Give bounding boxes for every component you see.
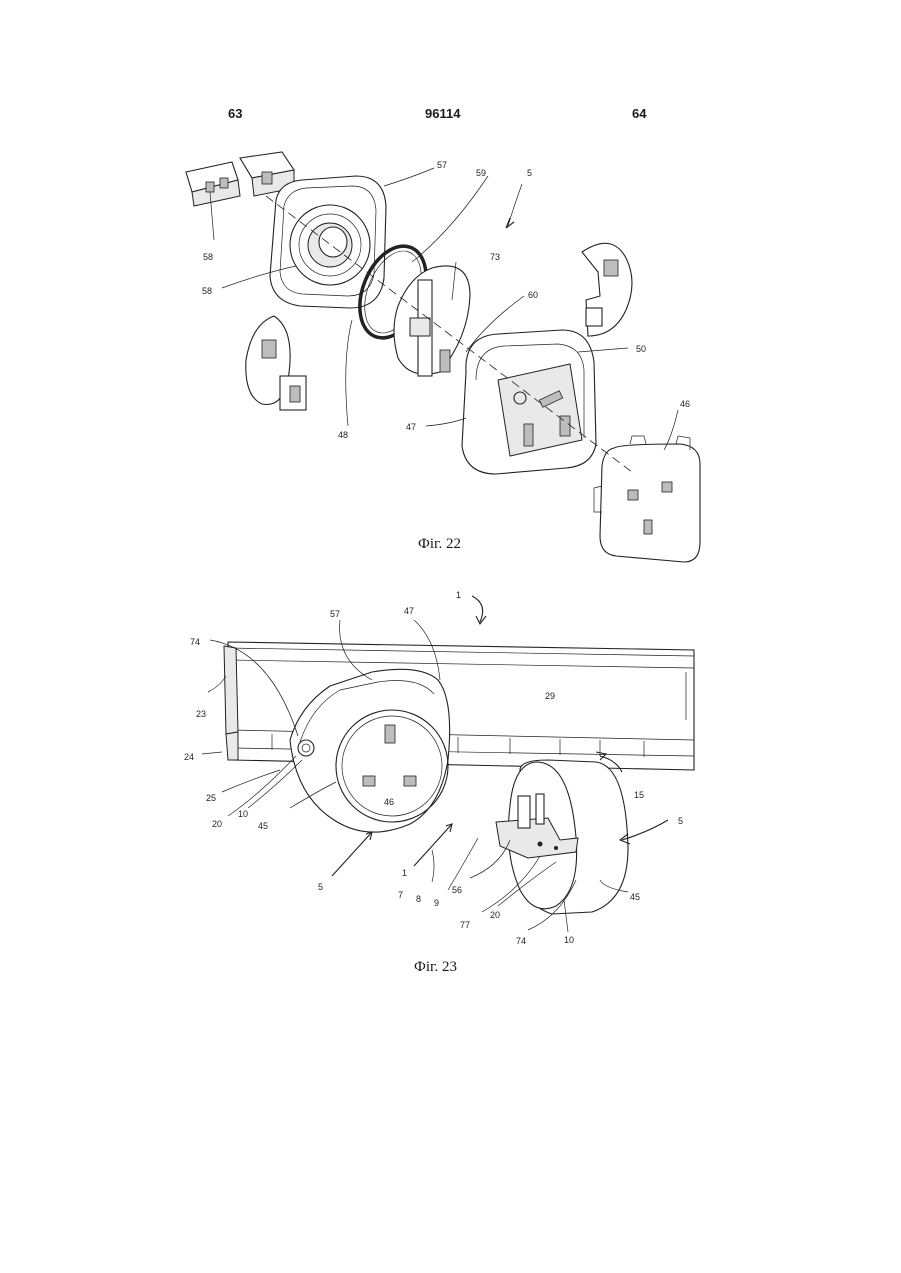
figure-23-drawing: 1 57 47 74 23 29 24 25 20 10 45 46 15 5 …: [0, 580, 901, 960]
label-7: 7: [398, 890, 403, 900]
label-23: 23: [196, 709, 206, 719]
label-5-left: 5: [318, 882, 323, 892]
figure-23-caption: Фіг. 23: [414, 959, 457, 976]
label-10-left: 10: [238, 809, 248, 819]
label-60: 60: [528, 290, 538, 300]
label-56: 56: [452, 885, 462, 895]
detached-socket-5: [496, 760, 628, 914]
label-20-left: 20: [212, 819, 222, 829]
figure-22-drawing: 57 59 5 58 58 73 60 50 48 47 46: [0, 145, 901, 575]
circuit-board-right: [582, 243, 632, 336]
label-50: 50: [636, 344, 646, 354]
label-5: 5: [527, 168, 532, 178]
socket-faceplate-46: [594, 436, 700, 562]
label-74-right: 74: [516, 936, 526, 946]
label-10-right: 10: [564, 935, 574, 945]
page-number-left: 63: [228, 106, 242, 121]
label-24: 24: [184, 752, 194, 762]
housing-body-47: [462, 330, 596, 474]
page-number-right: 64: [632, 106, 646, 121]
label-59: 59: [476, 168, 486, 178]
label-77: 77: [460, 920, 470, 930]
label-45-right: 45: [630, 892, 640, 902]
label-15: 15: [634, 790, 644, 800]
label-58-top: 58: [203, 252, 213, 262]
label-58-bottom: 58: [202, 286, 212, 296]
label-57: 57: [437, 160, 447, 170]
label-9: 9: [434, 898, 439, 908]
disc-73: [394, 266, 470, 376]
label-20-right: 20: [490, 910, 500, 920]
label-48: 48: [338, 430, 348, 440]
label-46: 46: [680, 399, 690, 409]
label-1-bottom: 1: [402, 868, 407, 878]
patent-number: 96114: [425, 106, 460, 121]
label-74-left: 74: [190, 637, 200, 647]
label-1-top: 1: [456, 590, 461, 600]
label-47: 47: [404, 606, 414, 616]
label-29: 29: [545, 691, 555, 701]
front-plate-57: [270, 176, 386, 308]
circuit-board-left: [246, 316, 306, 410]
label-5-right: 5: [678, 816, 683, 826]
figure-22-caption: Фіг. 22: [418, 536, 461, 553]
label-25: 25: [206, 793, 216, 803]
label-47: 47: [406, 422, 416, 432]
label-73: 73: [490, 252, 500, 262]
label-57: 57: [330, 609, 340, 619]
label-8: 8: [416, 894, 421, 904]
label-45-left: 45: [258, 821, 268, 831]
label-46: 46: [384, 797, 394, 807]
